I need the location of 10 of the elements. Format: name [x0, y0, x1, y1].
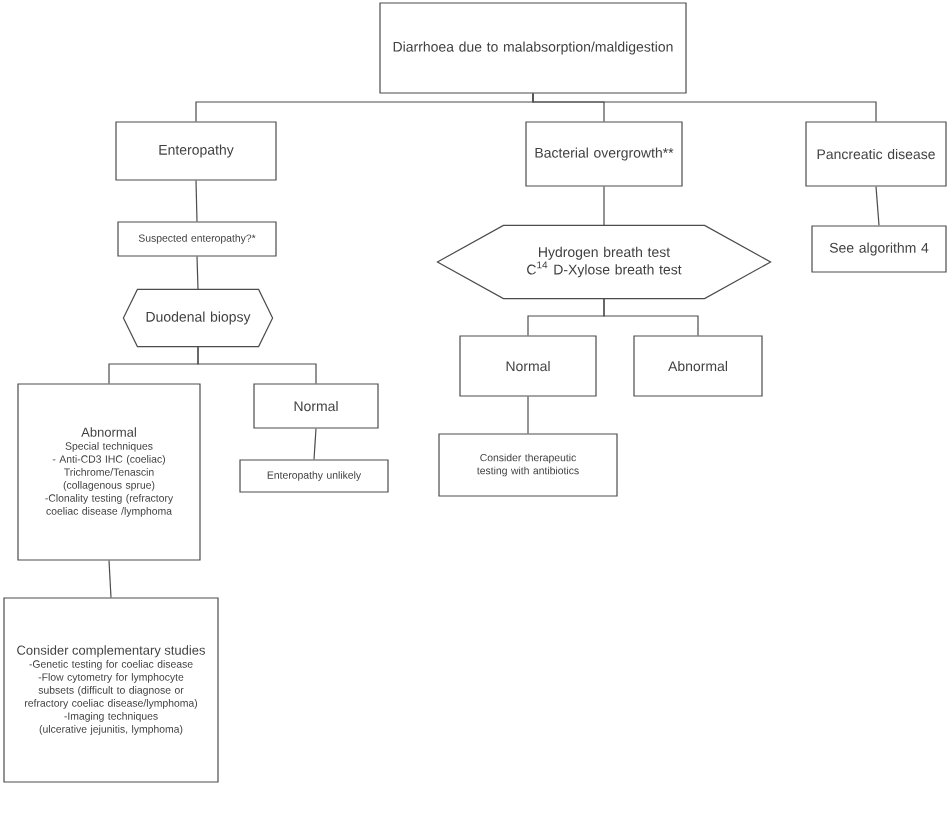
connector [603, 298, 699, 336]
connector [195, 180, 198, 222]
connector [603, 186, 605, 226]
connector [527, 396, 529, 434]
connector [108, 560, 112, 598]
connector [313, 428, 317, 460]
connector [875, 186, 880, 226]
connector [197, 346, 317, 384]
connector [532, 93, 877, 122]
connector [196, 256, 199, 290]
